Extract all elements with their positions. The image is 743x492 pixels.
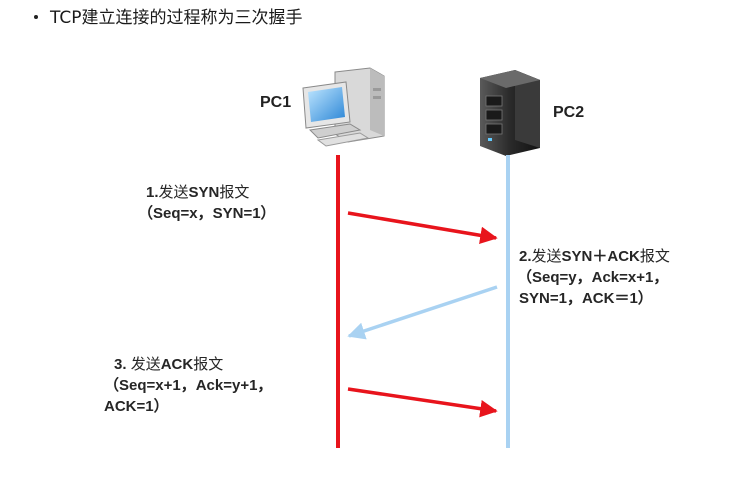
message-syn-noun: 报文 [219, 183, 250, 201]
message-syn-flag: SYN [188, 184, 220, 201]
message-syn-verb: 发送 [158, 183, 189, 201]
message-syn-ack-noun: 报文 [639, 247, 670, 265]
syn-ack-arrow [347, 285, 498, 340]
message-ack-number: 3. [114, 356, 131, 373]
message-syn-ack-title: 2.发送SYN＋ACK报文 [519, 246, 670, 267]
message-syn-number: 1. [146, 184, 159, 201]
message-syn-ack-number: 2. [519, 248, 532, 265]
desktop-computer-icon [302, 67, 385, 147]
slide-heading: TCP建立连接的过程称为三次握手 [34, 7, 303, 29]
syn-arrow [347, 211, 498, 245]
server-tower-icon [480, 70, 540, 156]
pc1-label: PC1 [260, 94, 292, 111]
message-ack-fields-2: ACK=1） [104, 398, 169, 415]
message-syn-ack: 2.发送SYN＋ACK报文 （Seq=y，Ack=x+1， SYN=1，ACK＝… [517, 246, 670, 309]
message-ack: 3. 发送ACK报文 （Seq=x+1，Ack=y+1， ACK=1） [104, 354, 272, 417]
heading-text: TCP建立连接的过程称为三次握手 [50, 8, 303, 28]
bullet-dot [34, 14, 38, 19]
message-ack-noun: 报文 [193, 355, 224, 373]
message-ack-verb: 发送 [130, 355, 161, 373]
message-syn-ack-flag: SYN＋ACK [561, 248, 640, 265]
pc2-label: PC2 [553, 104, 585, 121]
message-ack-fields-1: （Seq=x+1，Ack=y+1， [104, 377, 273, 394]
ack-arrow [347, 387, 498, 418]
message-syn: 1.发送SYN报文 （Seq=x，SYN=1） [138, 182, 276, 224]
message-syn-ack-fields-2: SYN=1，ACK＝1） [519, 290, 653, 307]
message-syn-ack-verb: 发送 [531, 247, 562, 265]
message-ack-flag: ACK [160, 356, 194, 373]
message-syn-ack-fields-1: （Seq=y，Ack=x+1， [517, 269, 669, 286]
message-syn-fields: （Seq=x，SYN=1） [138, 205, 276, 222]
message-syn-title: 1.发送SYN报文 [146, 182, 276, 203]
message-ack-title: 3. 发送ACK报文 [114, 354, 272, 375]
